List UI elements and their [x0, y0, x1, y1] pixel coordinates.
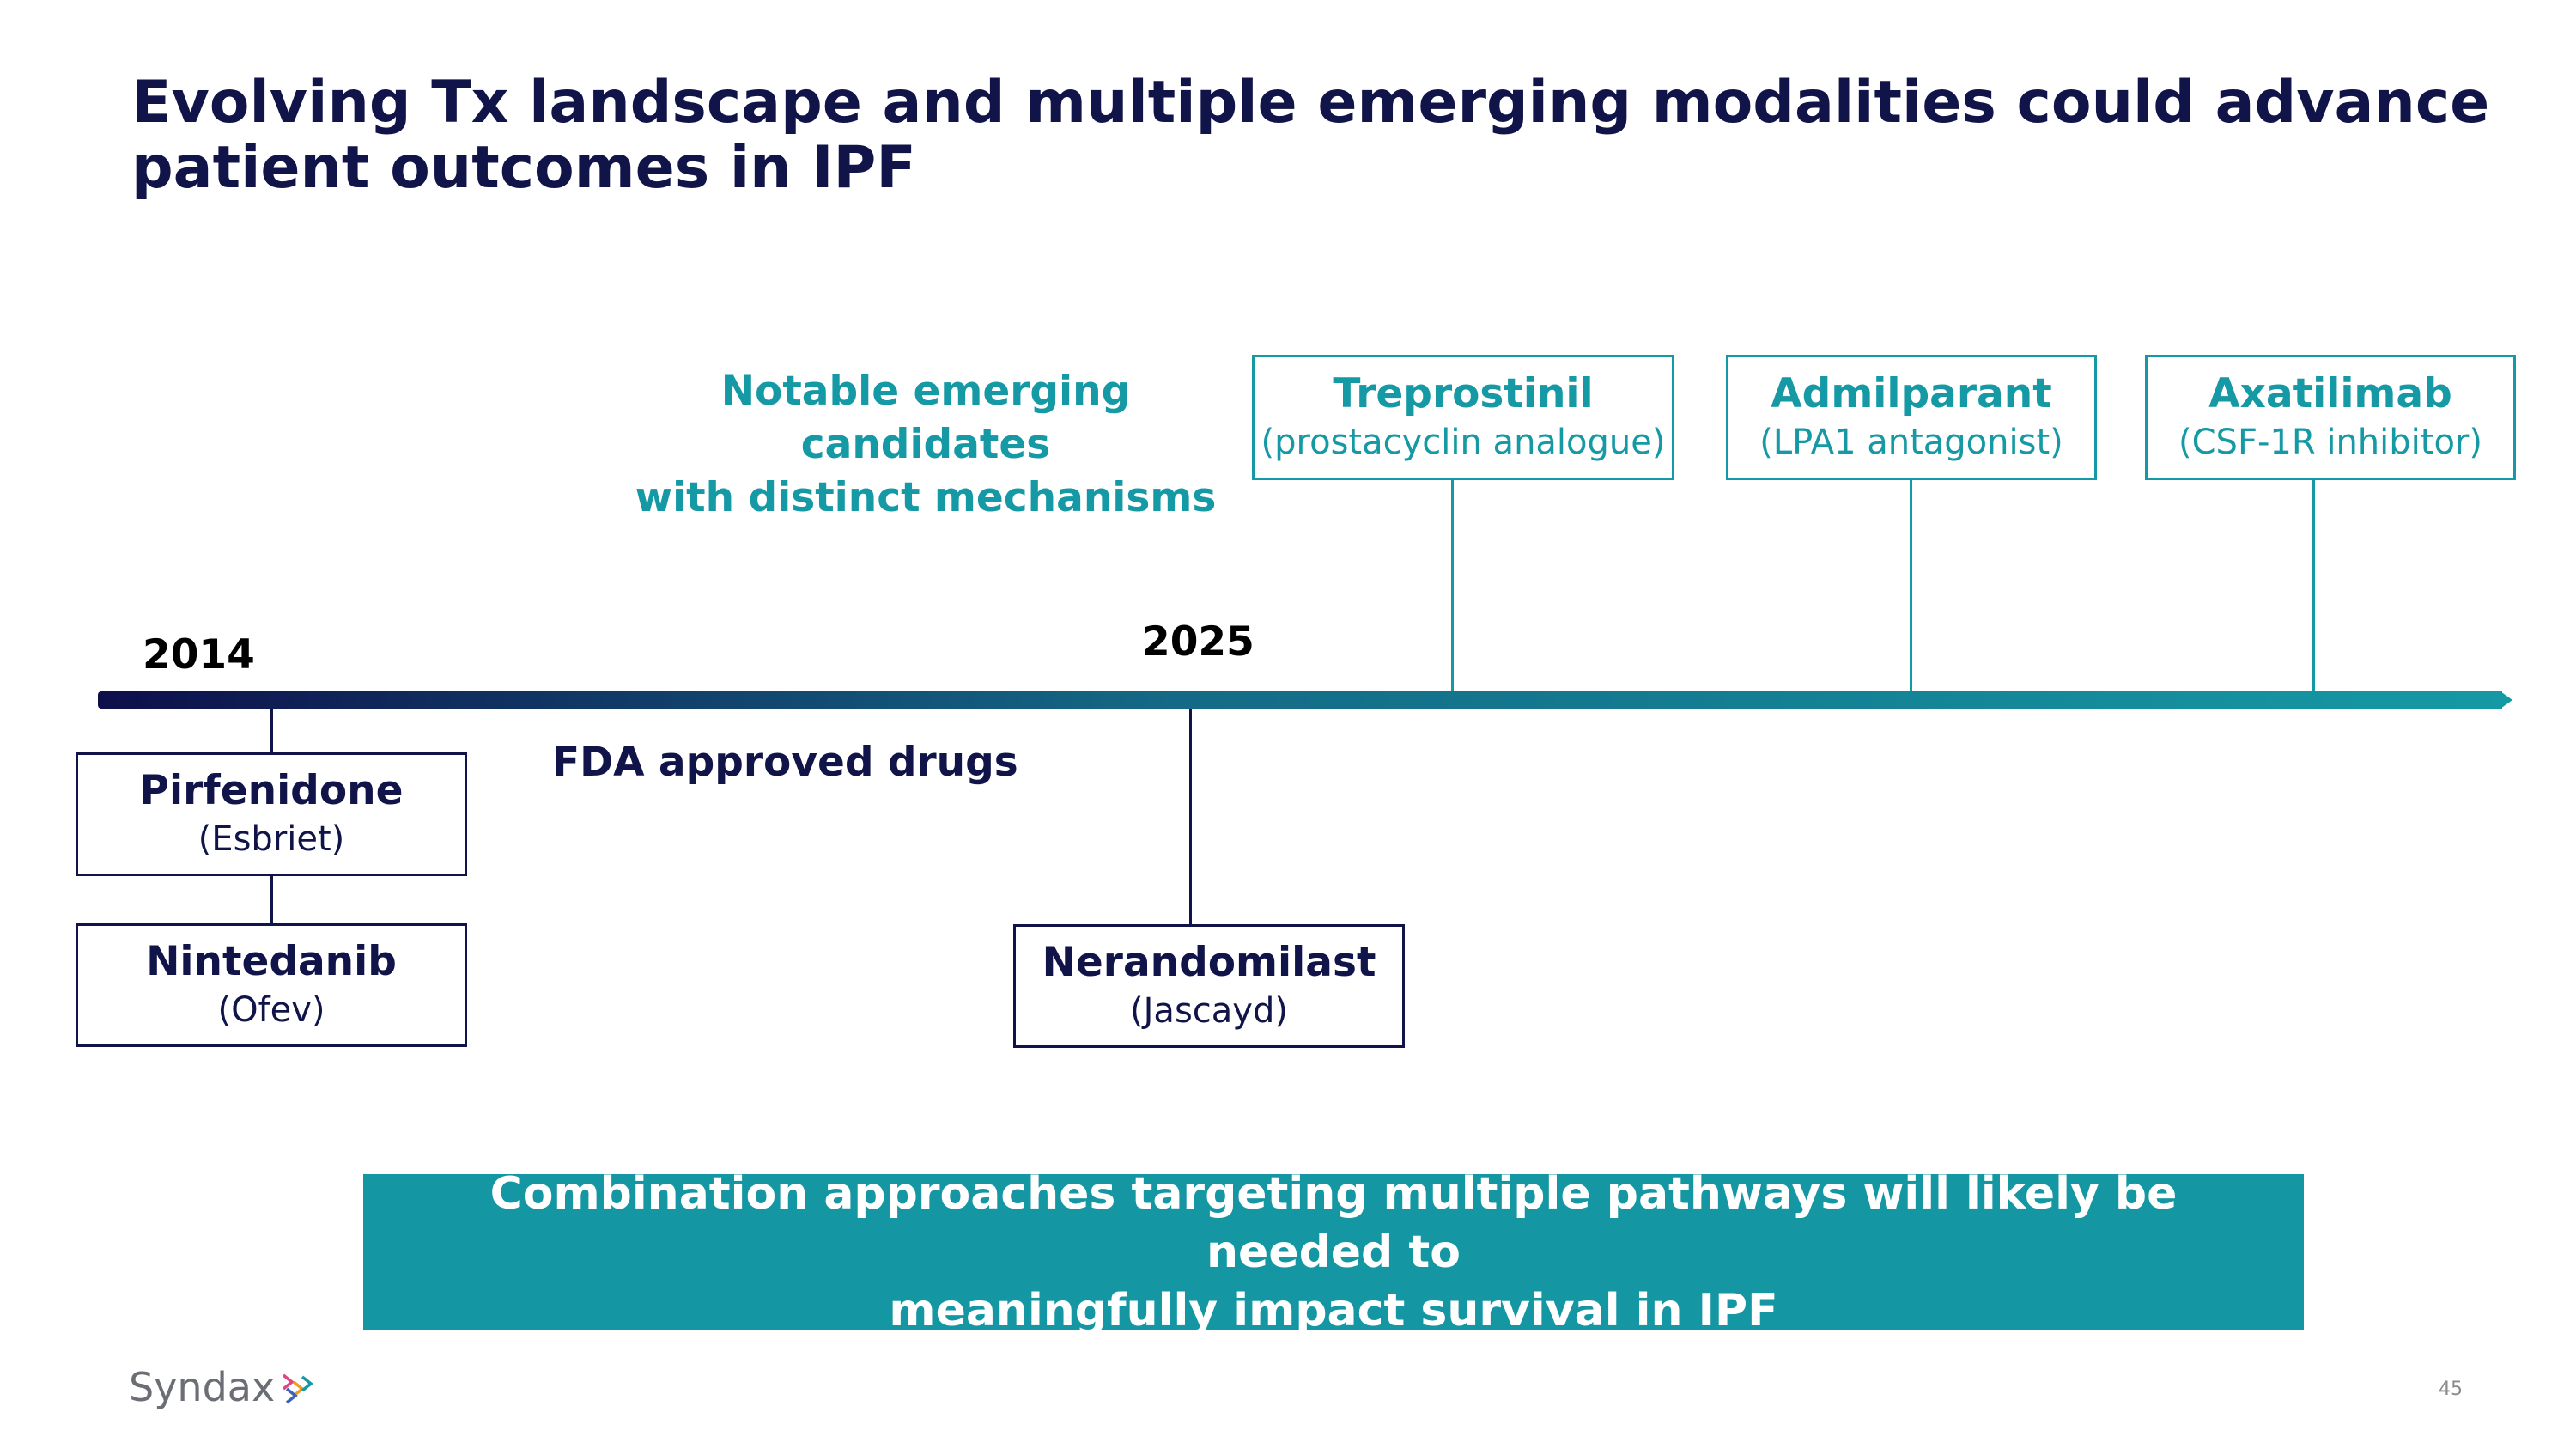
drug-name: Nerandomilast — [1042, 939, 1376, 986]
emerging-caption-line-2: with distinct mechanisms — [635, 474, 1217, 521]
emerging-caption-line-1: Notable emerging candidates — [720, 368, 1131, 468]
page-number: 45 — [2439, 1379, 2463, 1400]
year-2025-label: 2025 — [1142, 618, 1255, 666]
candidate-mechanism: (prostacyclin analogue) — [1261, 423, 1666, 462]
candidate-box-treprostinil: Treprostinil (prostacyclin analogue) — [1252, 355, 1674, 480]
connector-2025 — [1189, 709, 1192, 925]
drug-name: Pirfenidone — [139, 767, 404, 814]
timeline-bar — [98, 691, 2502, 709]
connector-admilparant — [1910, 480, 1912, 693]
conclusion-line-2: meaningfully impact survival in IPF — [889, 1284, 1778, 1336]
conclusion-text: Combination approaches targeting multipl… — [389, 1165, 2278, 1340]
year-2014-label: 2014 — [143, 631, 255, 679]
candidate-name: Treprostinil — [1333, 370, 1594, 417]
approved-box-nerandomilast: Nerandomilast (Jascayd) — [1013, 924, 1405, 1048]
candidate-name: Axatilimab — [2208, 370, 2452, 417]
drug-brand: (Esbriet) — [197, 819, 345, 859]
syndax-logo: Syndax — [129, 1361, 318, 1413]
approved-box-pirfenidone: Pirfenidone (Esbriet) — [76, 752, 467, 876]
conclusion-line-1: Combination approaches targeting multipl… — [489, 1167, 2178, 1278]
candidate-box-admilparant: Admilparant (LPA1 antagonist) — [1726, 355, 2097, 480]
candidate-name: Admilparant — [1771, 370, 2052, 417]
candidate-box-axatilimab: Axatilimab (CSF-1R inhibitor) — [2145, 355, 2516, 480]
fda-approved-label: FDA approved drugs — [552, 739, 1018, 786]
approved-box-nintedanib: Nintedanib (Ofev) — [76, 923, 467, 1047]
connector-2014 — [270, 709, 273, 753]
drug-brand: (Jascayd) — [1130, 991, 1288, 1031]
drug-name: Nintedanib — [146, 938, 397, 985]
logo-chevrons-icon — [283, 1373, 313, 1404]
drug-brand: (Ofev) — [217, 990, 325, 1030]
connector-pirfenidone-nintedanib — [270, 875, 273, 923]
timeline-arrowhead — [2500, 691, 2512, 709]
connector-treprostinil — [1451, 480, 1454, 693]
candidate-mechanism: (LPA1 antagonist) — [1759, 423, 2063, 462]
candidate-mechanism: (CSF-1R inhibitor) — [2178, 423, 2482, 462]
slide-title: Evolving Tx landscape and multiple emerg… — [131, 69, 2490, 202]
logo-wordmark: Syndax — [129, 1364, 276, 1410]
emerging-candidates-caption: Notable emerging candidates with distinc… — [617, 365, 1235, 525]
conclusion-banner: Combination approaches targeting multipl… — [363, 1168, 2304, 1336]
connector-axatilimab — [2312, 480, 2315, 693]
